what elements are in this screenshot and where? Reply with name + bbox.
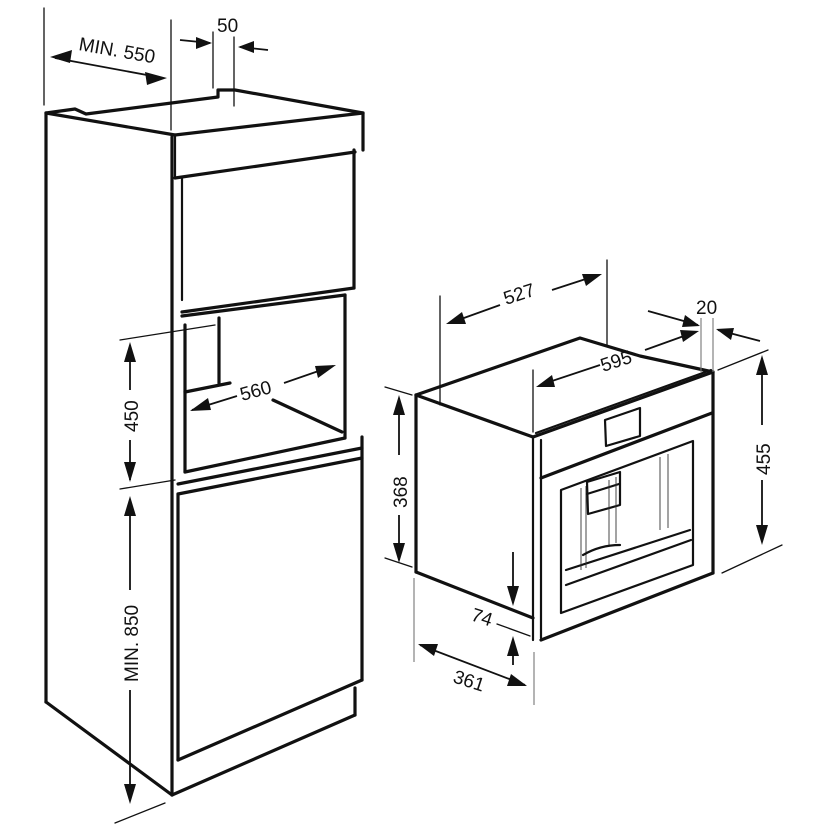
coffee-machine — [414, 336, 715, 642]
cabinet-dimensions — [43, 7, 336, 824]
label-front-20: 20 — [696, 298, 717, 319]
label-niche-height-450: 450 — [122, 400, 143, 432]
tall-cabinet — [44, 88, 365, 797]
label-niche-width-560: 560 — [238, 377, 274, 405]
label-depth-361: 361 — [450, 667, 487, 697]
label-min-550: MIN. 550 — [77, 34, 157, 68]
label-height-455: 455 — [754, 443, 775, 475]
label-height-368: 368 — [391, 476, 412, 508]
label-width-595: 595 — [598, 347, 635, 377]
label-offset-74: 74 — [468, 605, 495, 632]
appliance-dimensions — [384, 259, 783, 705]
label-vent-gap-50: 50 — [217, 16, 238, 37]
label-min-850: MIN. 850 — [122, 605, 143, 682]
label-depth-527: 527 — [501, 280, 538, 310]
